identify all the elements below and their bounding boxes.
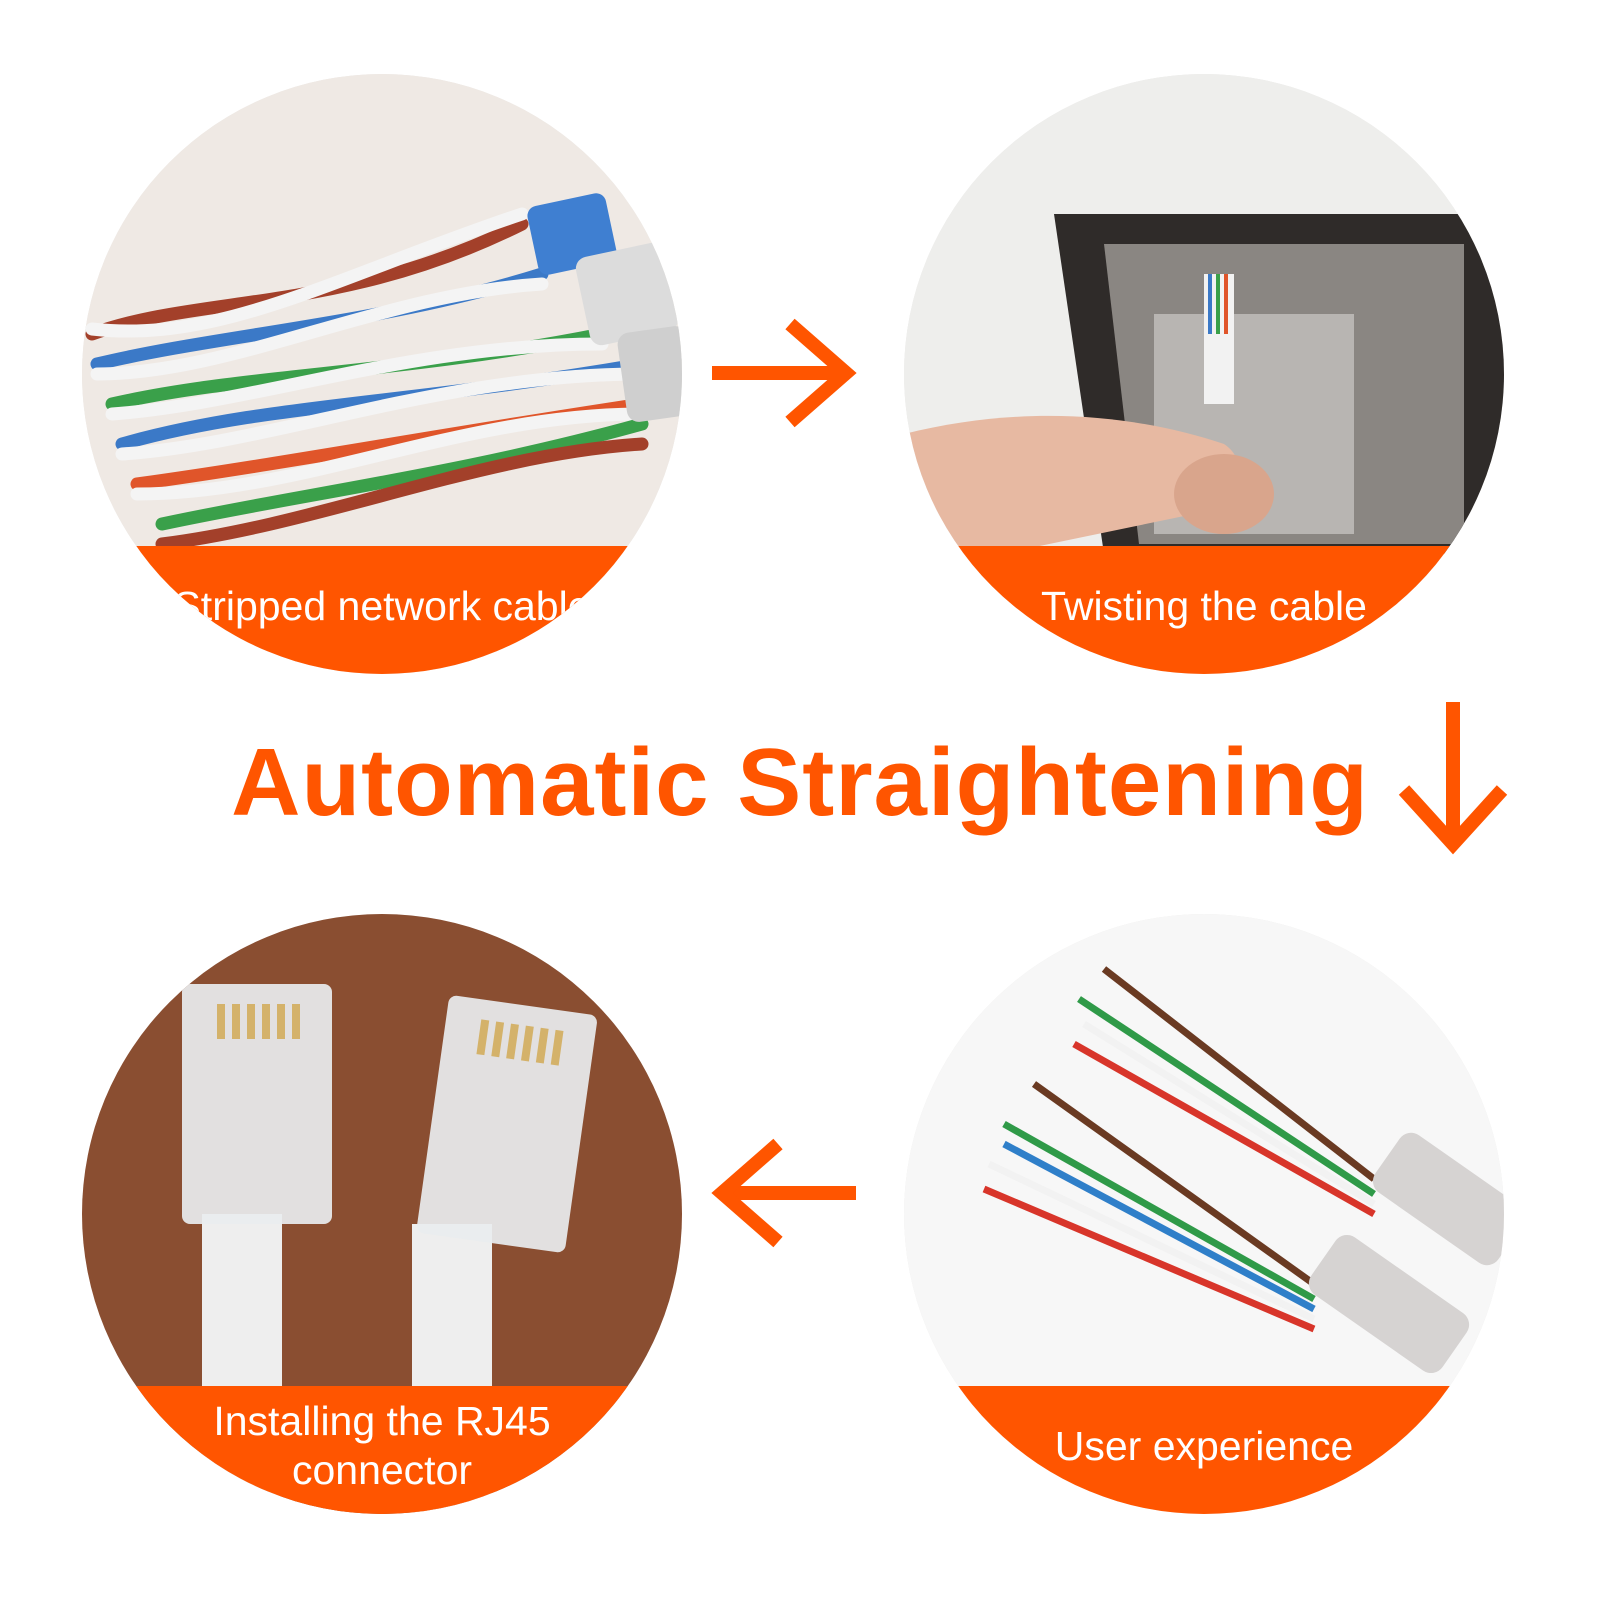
step-label: User experience — [1054, 1422, 1354, 1469]
rj45-connectors-image — [82, 914, 682, 1514]
step-label: Installing the RJ45 connector — [213, 1398, 551, 1493]
twisted-wire-pairs-image — [82, 74, 682, 674]
step-twisting-cable: Twisting the cable — [904, 74, 1504, 674]
headline: Automatic Straightening — [231, 729, 1369, 836]
straight-wires-image — [904, 914, 1504, 1514]
step-stripped-cable: Stripped network cable — [82, 74, 682, 674]
arrow-right-icon — [712, 318, 857, 428]
step-installing-rj45: Installing the RJ45 connector — [82, 914, 682, 1514]
arrow-down-icon — [1398, 702, 1508, 855]
step-user-experience: User experience — [904, 914, 1504, 1514]
step-label: Stripped network cable — [173, 582, 591, 629]
step-label: Twisting the cable — [1041, 582, 1367, 629]
arrow-left-icon — [711, 1138, 856, 1248]
hand-inserting-cable-image — [904, 74, 1504, 674]
